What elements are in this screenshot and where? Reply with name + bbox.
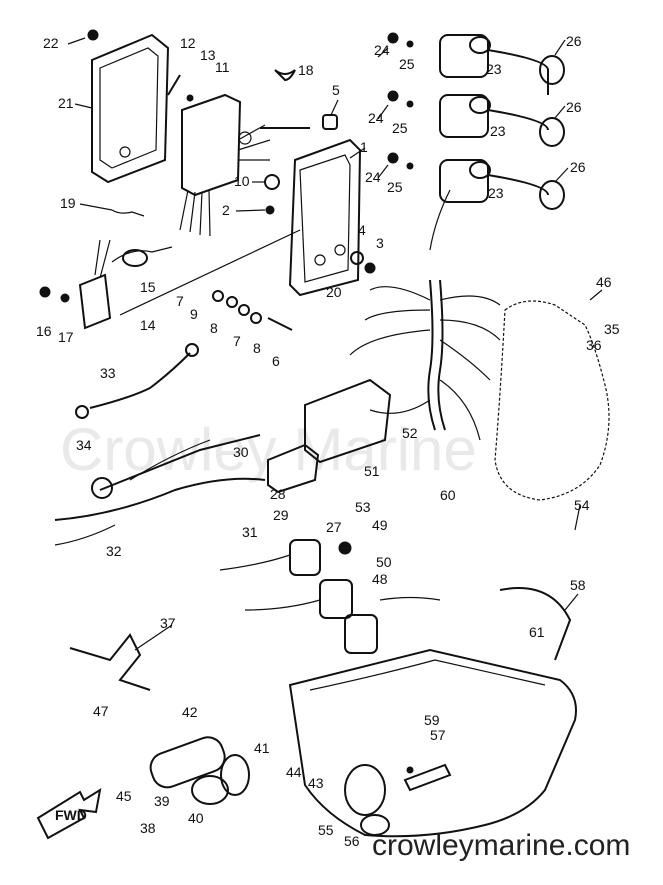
callout-30: 30: [233, 444, 249, 460]
cable-part-33: [75, 343, 199, 419]
callout-25c: 25: [387, 179, 403, 195]
callout-22: 22: [43, 35, 59, 51]
callout-24c: 24: [365, 169, 381, 185]
callout-29: 29: [273, 507, 289, 523]
cover-part-21: [87, 29, 170, 184]
callout-14: 14: [140, 317, 156, 333]
callout-11: 11: [215, 59, 230, 75]
callout-27: 27: [326, 519, 342, 535]
callout-36: 36: [586, 337, 602, 353]
cover-part-30: [267, 443, 320, 494]
callout-49: 49: [372, 517, 388, 533]
callout-23a: 23: [486, 61, 502, 77]
callout-33: 33: [100, 365, 116, 381]
callout-15: 15: [140, 279, 156, 295]
callout-53: 53: [355, 499, 371, 515]
callout-6: 6: [272, 353, 280, 369]
callout-24b: 24: [368, 110, 384, 126]
callout-59: 59: [424, 712, 440, 728]
callout-10: 10: [234, 173, 250, 189]
starter-relays-part-27-48: [219, 539, 441, 654]
callout-2: 2: [222, 202, 230, 218]
bottom-cowling: [288, 587, 577, 838]
callout-5: 5: [332, 82, 340, 98]
callout-35: 35: [604, 321, 620, 337]
junction-box-part-51: [304, 378, 392, 464]
cable-part-32: [54, 477, 266, 546]
bracket-part-57: [403, 763, 452, 792]
callout-21: 21: [58, 95, 74, 111]
callout-46: 46: [596, 274, 612, 290]
callout-25a: 25: [399, 56, 415, 72]
callout-19: 19: [60, 195, 76, 211]
callout-47: 47: [93, 703, 109, 719]
main-switch-part-34: [91, 434, 261, 499]
bracket-plate-part-1: [288, 138, 362, 297]
callout-1: 1: [360, 139, 368, 155]
callout-17: 17: [58, 329, 74, 345]
callout-34: 34: [76, 437, 92, 453]
callout-40: 40: [188, 810, 204, 826]
callout-8b: 8: [253, 340, 261, 356]
callout-60: 60: [440, 487, 456, 503]
forward-arrow-icon: FWD: [36, 787, 102, 840]
callout-44: 44: [286, 764, 302, 780]
callout-12: 12: [180, 35, 196, 51]
callout-54: 54: [574, 497, 590, 513]
callout-50: 50: [376, 554, 392, 570]
callout-7b: 7: [233, 333, 241, 349]
callout-labels: 22 12 13 11 21 18 5 1 10 19 2 4 3 15 20 …: [36, 33, 620, 849]
callout-55: 55: [318, 822, 334, 838]
callout-16: 16: [36, 323, 52, 339]
callout-20: 20: [326, 284, 342, 300]
cdi-unit-part-11: [179, 93, 310, 237]
callout-38: 38: [140, 820, 156, 836]
washers-parts-6-9: [212, 290, 293, 331]
engine-block-outline: [494, 300, 610, 501]
callout-leader-lines: [67, 37, 603, 651]
callout-3: 3: [376, 235, 384, 251]
callout-18: 18: [298, 62, 314, 78]
callout-7a: 7: [176, 293, 184, 309]
footer-brand: crowleymarine.com: [372, 829, 630, 862]
callout-13: 13: [200, 47, 216, 63]
callout-57: 57: [430, 727, 446, 743]
grommet-part-55-56: [344, 764, 390, 836]
bracket-part-37: [69, 633, 151, 691]
callout-8a: 8: [210, 320, 218, 336]
callout-25b: 25: [392, 120, 408, 136]
callout-48: 48: [372, 571, 388, 587]
callout-23b: 23: [490, 123, 506, 139]
callout-41: 41: [254, 740, 270, 756]
callout-51: 51: [364, 463, 380, 479]
callout-28: 28: [270, 486, 286, 502]
callout-32: 32: [106, 543, 122, 559]
callout-45: 45: [116, 788, 132, 804]
callout-58: 58: [570, 577, 586, 593]
callout-9: 9: [190, 306, 198, 322]
fwd-label: FWD: [55, 807, 87, 823]
callout-43: 43: [308, 775, 324, 791]
callout-61: 61: [529, 624, 545, 640]
callout-23c: 23: [488, 185, 504, 201]
wiring-harness: [349, 189, 501, 441]
callout-42: 42: [182, 704, 198, 720]
callout-39: 39: [154, 793, 170, 809]
callout-26b: 26: [566, 99, 582, 115]
callout-26c: 26: [570, 159, 586, 175]
ignition-coils-part-23: [387, 32, 565, 210]
callout-37: 37: [160, 615, 176, 631]
callout-56: 56: [344, 833, 360, 849]
callout-26a: 26: [566, 33, 582, 49]
rectifier-regulator-part-14: [39, 209, 301, 330]
starter-motor-part-42: [149, 736, 250, 805]
small-fasteners-top: [167, 69, 376, 274]
callout-31: 31: [242, 524, 258, 540]
callout-52: 52: [402, 425, 418, 441]
callout-4: 4: [358, 222, 366, 238]
callout-24a: 24: [374, 42, 390, 58]
